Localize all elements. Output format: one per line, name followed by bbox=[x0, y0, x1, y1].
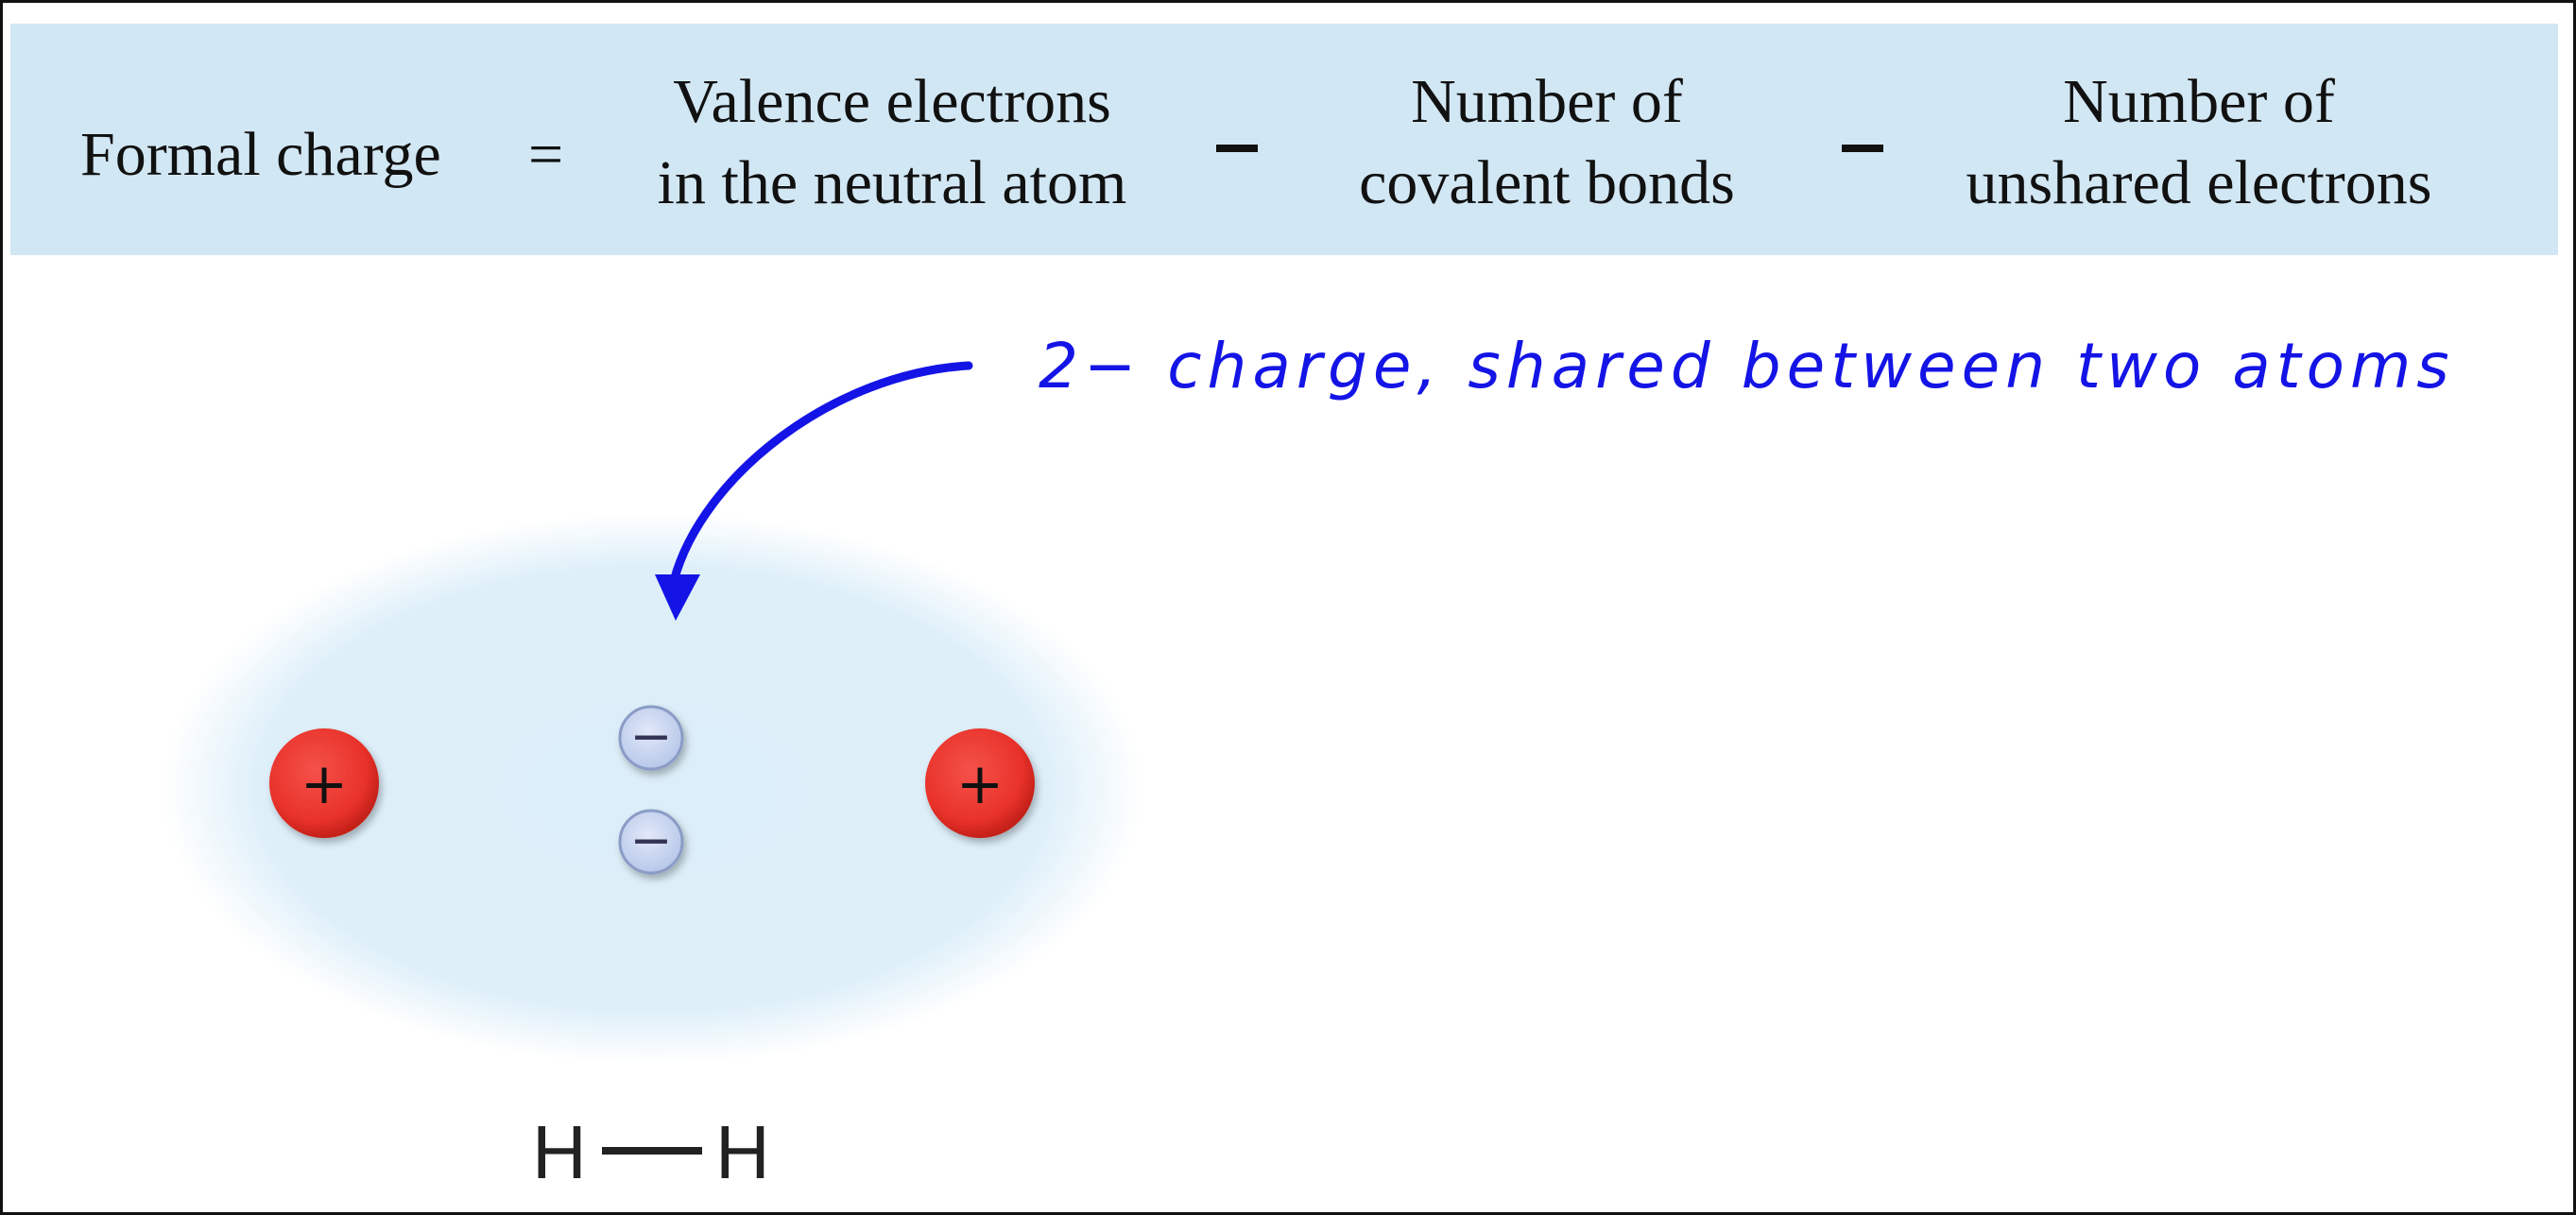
atom-left-label: H bbox=[532, 1110, 587, 1194]
formula-term3-line1: Number of bbox=[2063, 67, 2335, 136]
formula-term3-line2: unshared electrons bbox=[1966, 148, 2432, 217]
formula-minus-1 bbox=[1216, 145, 1258, 152]
formal-charge-formula-banner: Formal charge = Valence electrons in the… bbox=[10, 24, 2558, 255]
formula-term1-line2: in the neutral atom bbox=[657, 148, 1127, 217]
electron-top bbox=[618, 705, 684, 771]
formula-equals: = bbox=[528, 120, 564, 189]
covalent-bond-line bbox=[602, 1147, 702, 1155]
nucleus-right bbox=[925, 728, 1035, 838]
annotation-arrow-head bbox=[655, 574, 700, 621]
formula-term2-line2: covalent bonds bbox=[1359, 148, 1735, 217]
electron-cloud bbox=[162, 513, 1144, 1065]
electron-bottom-symbol: − bbox=[629, 811, 672, 870]
formula-minus-2 bbox=[1842, 145, 1883, 152]
formula-term2-line1: Number of bbox=[1411, 67, 1683, 136]
atom-right-label: H bbox=[715, 1110, 770, 1194]
h2-molecule-diagram: + + − − bbox=[162, 361, 1144, 1065]
annotation-arrow-curve bbox=[669, 361, 973, 586]
nucleus-right-symbol: + bbox=[956, 751, 1004, 817]
nucleus-left bbox=[269, 728, 379, 838]
formula-term1-line1: Valence electrons bbox=[673, 67, 1111, 136]
nucleus-left-symbol: + bbox=[301, 751, 348, 817]
handwritten-annotation: 2− charge, shared between two atoms bbox=[1039, 330, 2455, 402]
formula-lhs: Formal charge bbox=[80, 120, 441, 189]
electron-bottom bbox=[618, 809, 684, 875]
electron-top-symbol: − bbox=[629, 707, 672, 766]
